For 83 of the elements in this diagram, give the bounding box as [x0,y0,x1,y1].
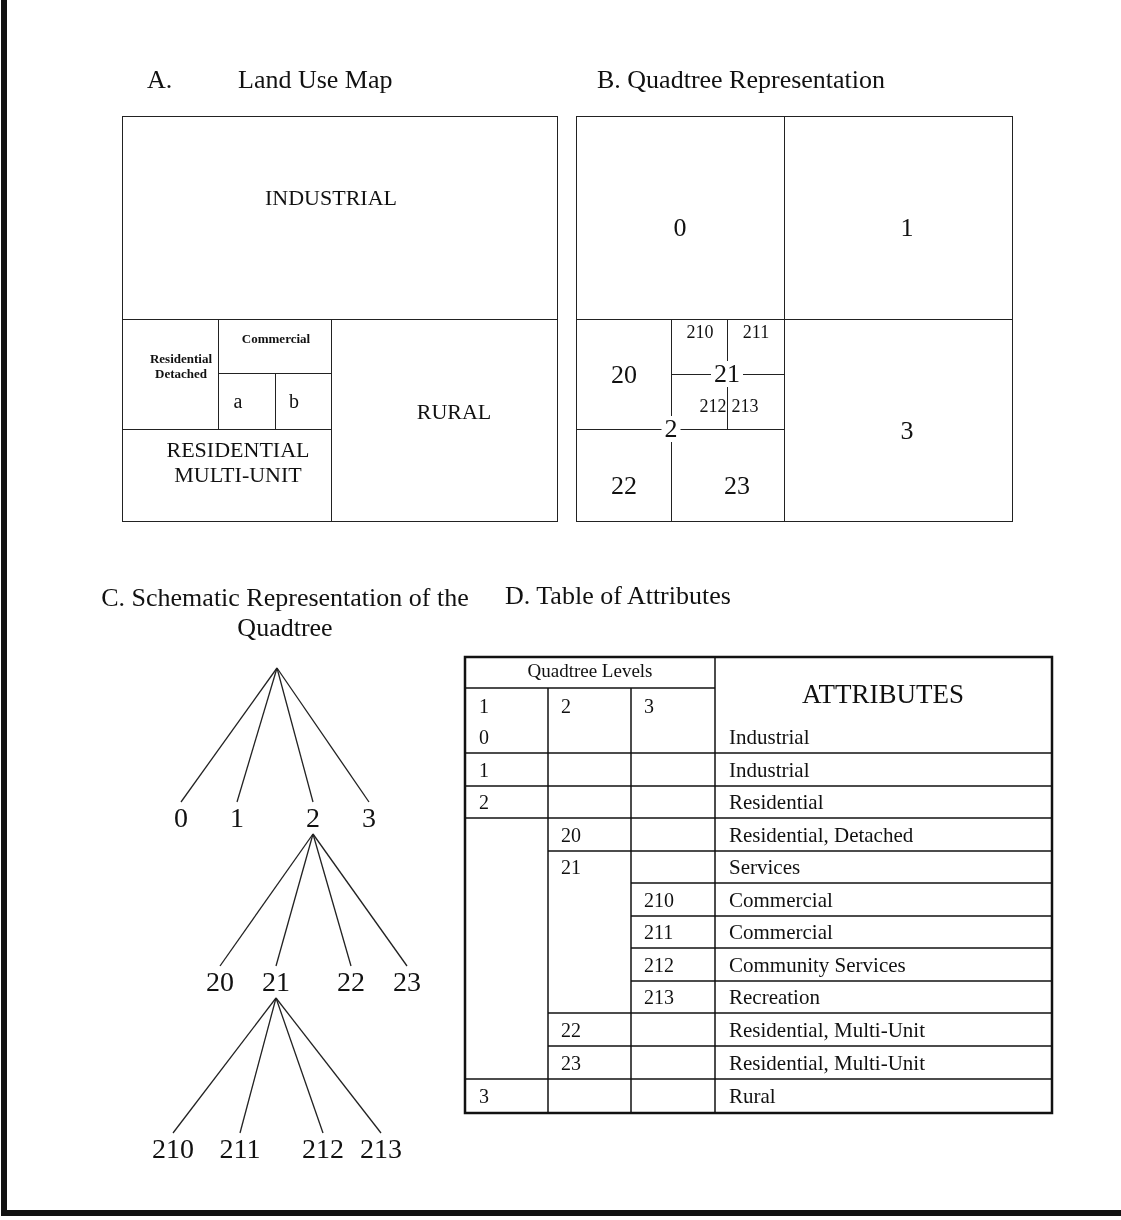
table-cell-text: Residential, Multi-Unit [729,1050,925,1075]
panel-title: B. Quadtree Representation [597,65,886,95]
tree-node-label: 22 [337,968,365,996]
table-cell-text: 22 [561,1018,581,1041]
table-cell-text: 3 [644,694,654,718]
quadrant-label: 2 [661,416,681,442]
table-cell-text: 1 [479,758,489,781]
region-label: b [289,389,299,413]
panel-title: C. Schematic Representation of the Quadtree [100,583,470,643]
tree-node-label: 2 [306,804,320,832]
table-cell-text: Residential, Detached [729,822,914,847]
table-cell-text: 3 [479,1084,489,1108]
tree-branch-line [275,833,314,967]
region-label: 3 [900,416,914,446]
map-region [576,116,785,320]
table-cell-text: 211 [644,920,674,944]
region-label: Residential Detached [148,352,214,382]
panel-title: D. Table of Attributes [505,581,731,611]
panel-title: A. [147,65,173,95]
table-cell-text: Services [729,854,801,880]
quadrant-label: 21 [711,361,743,387]
tree-node-label: 212 [302,1135,344,1163]
region-label: 1 [900,213,914,243]
tree-node-label: 3 [362,804,376,832]
table-cell-text: Industrial [729,757,810,782]
panel-title: Land Use Map [238,65,393,95]
map-region [784,319,1013,522]
region-label: Commercial [241,331,311,347]
map-region [784,116,1013,320]
table-cell-text: 0 [479,725,489,749]
table-cell-text: 212 [644,953,674,976]
tree-branch-line [172,997,277,1134]
tree-node-label: 0 [174,804,188,832]
region-label: 210 [686,321,714,343]
tree-branch-line [312,833,352,967]
tree-branch-line [312,833,408,967]
table-cell-text: Rural [729,1083,776,1109]
table-cell-text: 2 [479,790,489,814]
table-cell-text: Commercial [729,887,833,912]
region-label: RURAL [416,399,492,425]
region-label: a [233,389,243,413]
table-header: ATTRIBUTES [802,679,964,711]
tree-node-label: 211 [219,1135,261,1163]
table-cell-text: Community Services [729,952,906,977]
table-cell-text: 21 [561,855,581,879]
tree-branch-line [239,997,277,1134]
region-label: 211 [742,321,770,343]
map-region [331,319,558,522]
region-label: 22 [611,471,637,501]
table-header: Quadtree Levels [527,660,653,682]
table-cell-text: 210 [644,888,674,911]
table-cell-text: Residential [729,789,824,815]
tree-node-label: 213 [360,1135,402,1163]
table-cell-text: 2 [561,694,571,718]
table-cell-text: Residential, Multi-Unit [729,1017,925,1042]
table-cell-text: 213 [644,985,674,1009]
region-label: 213 [731,395,759,417]
table-cell-text: Recreation [729,984,820,1010]
map-region [122,116,558,320]
table-cell-text: Commercial [729,919,833,945]
tree-node-label: 23 [393,968,421,996]
tree-node-label: 1 [230,804,244,832]
tree-branch-line [275,997,324,1134]
tree-branch-line [219,833,314,967]
tree-node-label: 21 [262,968,290,996]
tree-branch-line [236,667,278,803]
region-label: INDUSTRIAL [265,185,397,211]
tree-branch-line [276,667,314,803]
table-cell-text: Industrial [729,724,810,750]
region-label: RESIDENTIAL MULTI-UNIT [165,436,311,488]
tree-branch-line [180,667,278,803]
tree-branch-line [276,667,370,803]
tree-branch-line [275,997,382,1134]
table-cell-text: 20 [561,823,581,846]
region-label: 20 [611,360,637,390]
tree-node-label: 210 [152,1135,194,1163]
region-label: 23 [724,471,750,501]
map-region [122,429,332,522]
region-label: 212 [699,395,727,417]
tree-node-label: 20 [206,968,234,996]
table-cell-text: 23 [561,1051,581,1074]
table-cell-text: 1 [479,694,489,718]
region-label: 0 [673,213,687,243]
